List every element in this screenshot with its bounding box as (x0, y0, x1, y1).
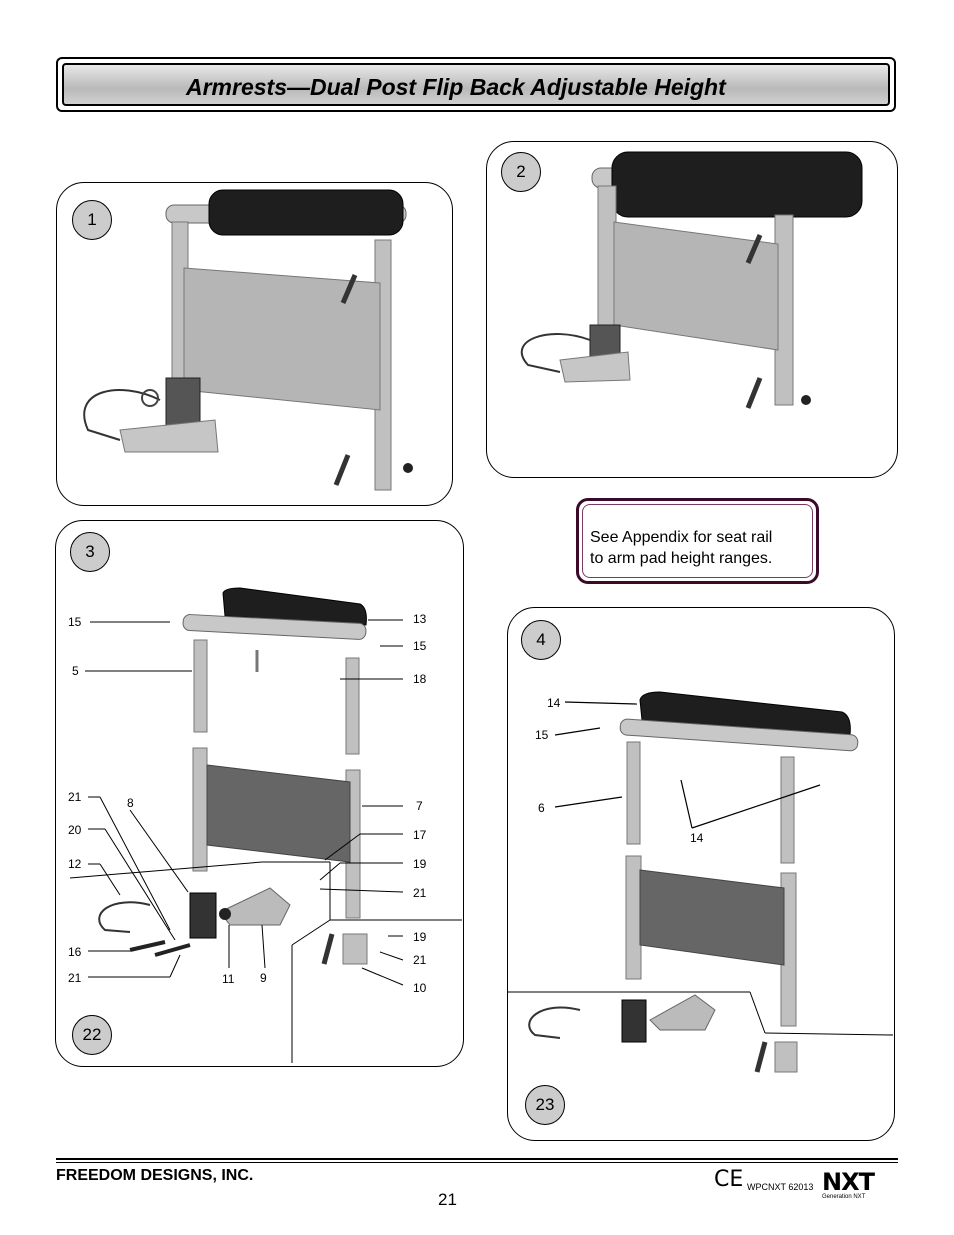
armrest-assembled-illustration-1 (83, 189, 413, 491)
callout-21: 21 (68, 971, 82, 985)
step-number-2: 2 (501, 152, 541, 192)
callout-10: 10 (413, 981, 427, 995)
callout-20: 20 (68, 823, 82, 837)
leader-lines-4 (554, 701, 821, 829)
nxt-logo: NXT (822, 1168, 875, 1196)
step-number-4: 4 (521, 620, 561, 660)
step-number-1: 1 (72, 200, 112, 240)
ce-mark: CE (714, 1167, 744, 1192)
armrest-assembled-illustration-2 (520, 151, 863, 409)
callout-17: 17 (413, 828, 427, 842)
page-title: Armrests—Dual Post Flip Back Adjustable … (186, 74, 726, 100)
callout-15: 15 (68, 615, 82, 629)
callout-16: 16 (68, 945, 82, 959)
callout-15: 15 (535, 728, 549, 742)
callout-7: 7 (416, 799, 423, 813)
armrest-exploded-illustration-3 (69, 587, 462, 1063)
panel-step-4 (507, 607, 895, 1141)
step-number-22: 22 (72, 1015, 112, 1055)
callout-21: 21 (68, 790, 82, 804)
callout-21: 21 (413, 953, 427, 967)
leader-lines-3 (85, 619, 404, 986)
callout-13: 13 (413, 612, 427, 626)
document-code: WPCNXT 62013 (747, 1182, 814, 1192)
callout-12: 12 (68, 857, 82, 871)
title-banner: Armrests—Dual Post Flip Back Adjustable … (56, 57, 896, 112)
nxt-logo-subtitle: Generation NXT (822, 1194, 866, 1200)
callout-19: 19 (413, 930, 427, 944)
callout-9: 9 (260, 971, 267, 985)
company-name: FREEDOM DESIGNS, INC. (56, 1167, 254, 1184)
note-line-1: See Appendix for seat rail (590, 529, 773, 546)
callout-8: 8 (127, 796, 134, 810)
callout-6: 6 (538, 801, 545, 815)
callout-21: 21 (413, 886, 427, 900)
page-number: 21 (438, 1190, 457, 1209)
step-number-3: 3 (70, 532, 110, 572)
callout-5: 5 (72, 664, 79, 678)
step-number-23: 23 (525, 1085, 565, 1125)
callout-19: 19 (413, 857, 427, 871)
callout-14: 14 (690, 831, 704, 845)
callout-14: 14 (547, 696, 561, 710)
title-banner-inner: Armrests—Dual Post Flip Back Adjustable … (62, 63, 890, 106)
callout-11: 11 (222, 972, 235, 986)
footer-rule-thick (56, 1158, 898, 1160)
footer-rule-thin (56, 1162, 898, 1163)
appendix-note: See Appendix for seat rail to arm pad he… (576, 498, 819, 584)
appendix-note-text: See Appendix for seat rail to arm pad he… (582, 504, 813, 578)
callout-18: 18 (413, 672, 427, 686)
armrest-exploded-illustration-4 (508, 691, 894, 1073)
callout-15: 15 (413, 639, 427, 653)
note-line-2: to arm pad height ranges. (590, 550, 773, 567)
